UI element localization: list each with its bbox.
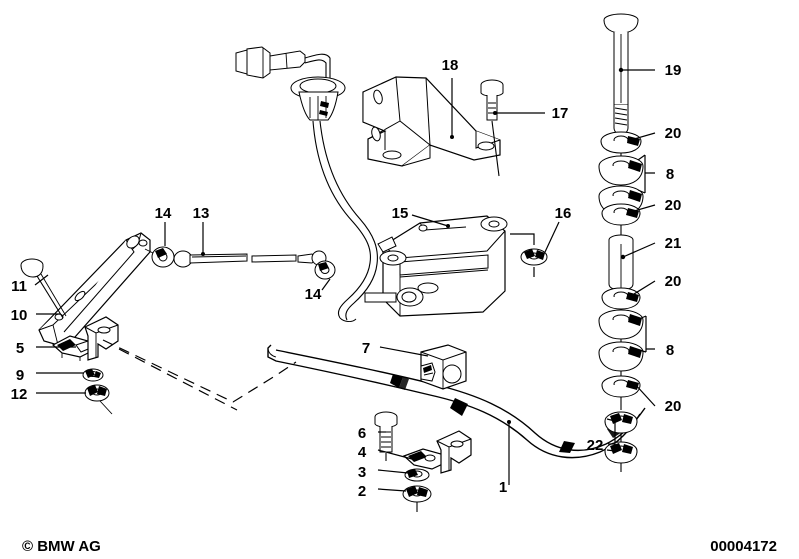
callout-6: 6 xyxy=(358,425,366,442)
mounting-bracket xyxy=(362,76,501,167)
callout-5: 5 xyxy=(16,340,24,357)
right-exploded-stack xyxy=(598,13,644,472)
callout-21: 21 xyxy=(665,235,682,252)
callout-14-left: 14 xyxy=(155,205,172,222)
callout-10: 10 xyxy=(11,307,28,324)
assembly-dashed-leaders xyxy=(102,339,297,411)
rubber-mount-block xyxy=(420,344,467,390)
callout-3: 3 xyxy=(358,464,366,481)
wire-harness-connector xyxy=(235,46,378,322)
callout-12: 12 xyxy=(11,386,28,403)
callout-2: 2 xyxy=(358,483,366,500)
callout-13: 13 xyxy=(193,205,210,222)
callout-8-lower: 8 xyxy=(666,342,674,359)
bolt-bracket-17 xyxy=(480,79,504,177)
callout-20-b: 20 xyxy=(665,197,682,214)
callout-11: 11 xyxy=(11,278,27,295)
callout-20-c: 20 xyxy=(665,273,682,290)
callout-1: 1 xyxy=(499,479,507,496)
callout-19: 19 xyxy=(665,62,682,79)
support-bracket-assembly xyxy=(20,232,151,415)
control-unit-box xyxy=(364,215,508,317)
callout-20-d: 20 xyxy=(665,398,682,415)
callout-20-a: 20 xyxy=(665,125,682,142)
callout-14-right: 14 xyxy=(305,286,322,303)
connecting-rod-assembly xyxy=(144,246,336,280)
callout-22: 22 xyxy=(587,437,604,454)
callout-17: 17 xyxy=(552,105,569,122)
callout-4: 4 xyxy=(358,444,367,461)
callout-18: 18 xyxy=(442,57,459,74)
copyright-notice: © BMW AG xyxy=(22,538,101,555)
part-number: 00004172 xyxy=(710,538,777,555)
callout-9: 9 xyxy=(16,367,24,384)
callout-numbers: 1 2 3 4 5 6 7 8 9 10 11 12 13 14 14 15 1… xyxy=(11,57,682,500)
anti-roll-bar xyxy=(267,344,646,459)
bottom-bracket-group xyxy=(374,411,472,512)
callout-leaders xyxy=(34,67,656,492)
callout-8-upper: 8 xyxy=(666,166,674,183)
grommet-seal-16 xyxy=(510,233,548,277)
callout-7: 7 xyxy=(362,340,370,357)
callout-15: 15 xyxy=(392,205,409,222)
callout-16: 16 xyxy=(555,205,572,222)
